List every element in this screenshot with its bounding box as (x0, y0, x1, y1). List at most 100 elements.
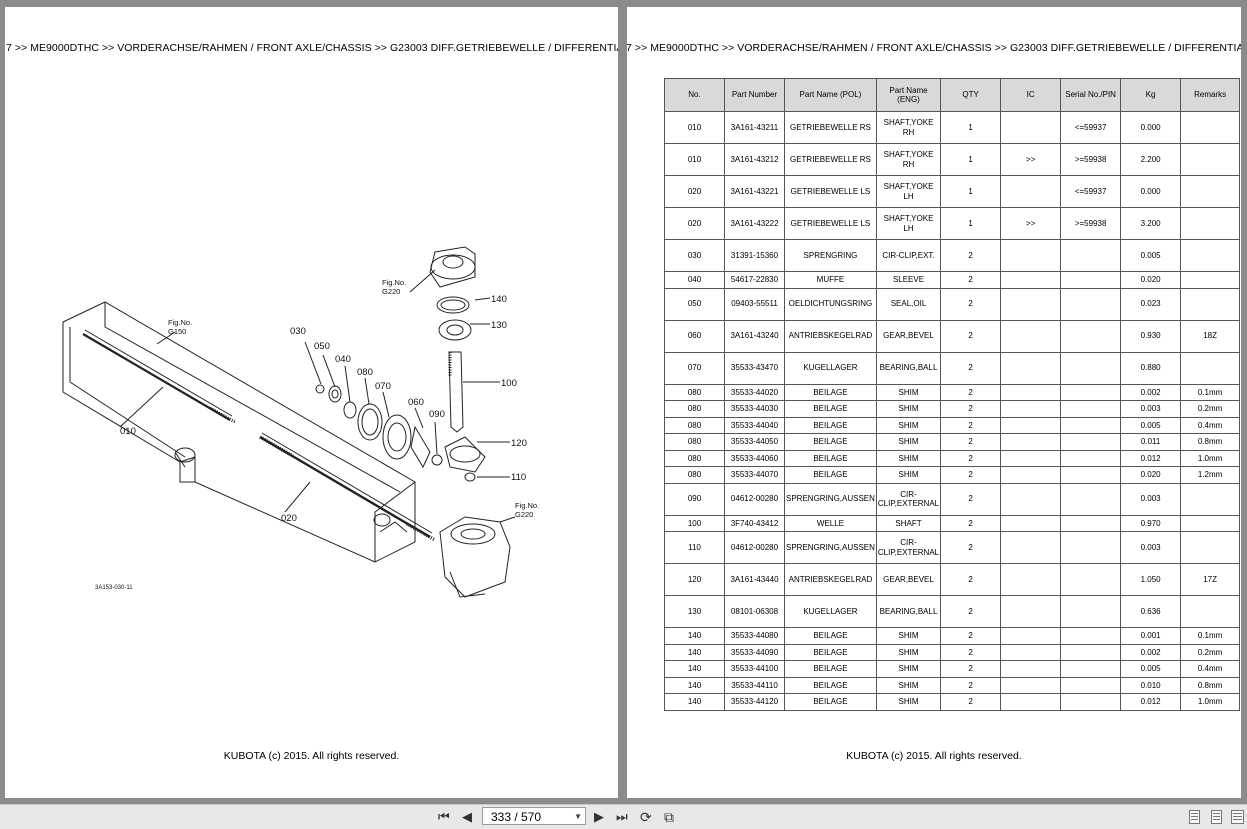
table-cell: 2 (940, 239, 1002, 272)
table-cell: 2 (940, 627, 1002, 645)
differential-case (439, 516, 511, 598)
fig-label: Fig.No. (515, 501, 539, 510)
table-cell: <=59937 (1060, 111, 1122, 144)
table-cell: 1.2mm (1180, 466, 1241, 484)
table-cell: 1 (940, 175, 1002, 208)
exploded-diagram: Fig.No. G220 Fig.No. G150 Fig.No. G220 0… (62, 246, 539, 598)
table-cell: 2 (940, 400, 1002, 418)
table-cell (1000, 693, 1062, 711)
table-cell: 140 (664, 676, 725, 694)
table-cell: 0.002 (1120, 643, 1182, 661)
chevron-down-icon: ▼ (574, 812, 582, 821)
fig-number: G150 (168, 327, 186, 336)
table-cell (1180, 239, 1241, 272)
two-page-view-icon[interactable] (1211, 810, 1222, 824)
table-cell (1000, 563, 1062, 596)
table-cell (1000, 271, 1062, 289)
header-cell: No. (664, 78, 725, 112)
table-cell: 090 (664, 482, 725, 516)
table-cell: 120 (664, 563, 725, 596)
table-cell: 3A161-43440 (724, 563, 785, 596)
table-cell: <=59937 (1060, 175, 1122, 208)
rotate-icon[interactable]: ⟳ (640, 809, 652, 825)
table-cell (1060, 660, 1122, 678)
table-cell (1000, 449, 1062, 467)
table-cell: BEILAGE (784, 693, 877, 711)
callout-050: 050 (314, 341, 330, 352)
compare-icon[interactable]: ⧉ (664, 809, 674, 825)
drawing-code: 3A153-030-11 (95, 585, 133, 591)
table-cell: 35533-44050 (724, 433, 785, 451)
table-cell (1000, 416, 1062, 434)
table-cell: 0.003 (1120, 482, 1182, 516)
upper-housing (429, 246, 476, 288)
table-cell: 35533-44060 (724, 449, 785, 467)
table-cell: 0.880 (1120, 351, 1182, 385)
table-cell: 35533-44120 (724, 693, 785, 711)
callout-110: 110 (511, 472, 526, 483)
next-page-icon[interactable]: ▶ (594, 809, 604, 824)
table-cell: 3F740-43412 (724, 514, 785, 532)
table-cell: 0.010 (1120, 676, 1182, 694)
table-cell: BEILAGE (784, 449, 877, 467)
prev-page-icon[interactable]: ◀ (462, 809, 472, 824)
table-cell (1000, 660, 1062, 678)
table-cell (1060, 449, 1122, 467)
table-cell: GETRIEBEWELLE LS (784, 207, 877, 240)
callout-040: 040 (335, 354, 351, 365)
vertical-shaft (448, 351, 464, 433)
facing-view-icon[interactable] (1231, 810, 1244, 824)
first-page-icon[interactable]: ⏮ (438, 809, 450, 824)
table-cell: >=59938 (1060, 143, 1122, 176)
table-cell (1060, 466, 1122, 484)
table-cell: SHAFT,YOKE LH (875, 207, 942, 240)
single-page-view-icon[interactable] (1189, 810, 1200, 824)
table-cell: >> (1000, 143, 1062, 176)
table-cell: WELLE (784, 514, 877, 532)
table-cell: 060 (664, 319, 725, 353)
table-cell: SHIM (875, 660, 942, 678)
table-cell: 0.020 (1120, 271, 1182, 289)
last-page-icon[interactable]: ⏭ (616, 809, 628, 824)
header-cell: Kg (1120, 78, 1182, 112)
table-cell: 1 (940, 207, 1002, 240)
table-cell: 0.1mm (1180, 383, 1241, 401)
table-cell (1060, 400, 1122, 418)
table-cell: SPRENGRING (784, 239, 877, 272)
table-cell (1060, 383, 1122, 401)
page-select[interactable]: 333 / 570 ▼ (482, 807, 586, 825)
table-cell (1000, 627, 1062, 645)
table-cell: 080 (664, 449, 725, 467)
table-cell: 2 (940, 271, 1002, 289)
table-cell: 030 (664, 239, 725, 272)
table-cell: BEILAGE (784, 643, 877, 661)
table-cell: 2 (940, 433, 1002, 451)
table-cell (1060, 627, 1122, 645)
table-cell: 0.000 (1120, 175, 1182, 208)
table-cell (1000, 595, 1062, 628)
table-cell: SHIM (875, 643, 942, 661)
table-cell: 0.8mm (1180, 433, 1241, 451)
table-cell (1060, 271, 1122, 289)
table-cell (1000, 319, 1062, 353)
table-cell: 04612-00280 (724, 482, 785, 516)
table-cell: 0.970 (1120, 514, 1182, 532)
table-cell: ANTRIEBSKEGELRAD (784, 563, 877, 596)
table-cell: 0.003 (1120, 531, 1182, 564)
table-cell: 2 (940, 595, 1002, 628)
table-cell: 1 (940, 111, 1002, 144)
svg-text:G220: G220 (382, 287, 400, 296)
table-cell (1180, 207, 1241, 240)
table-cell: 2 (940, 482, 1002, 516)
table-cell: MUFFE (784, 271, 877, 289)
callout-020: 020 (281, 513, 297, 524)
svg-text:G150: G150 (168, 327, 186, 336)
